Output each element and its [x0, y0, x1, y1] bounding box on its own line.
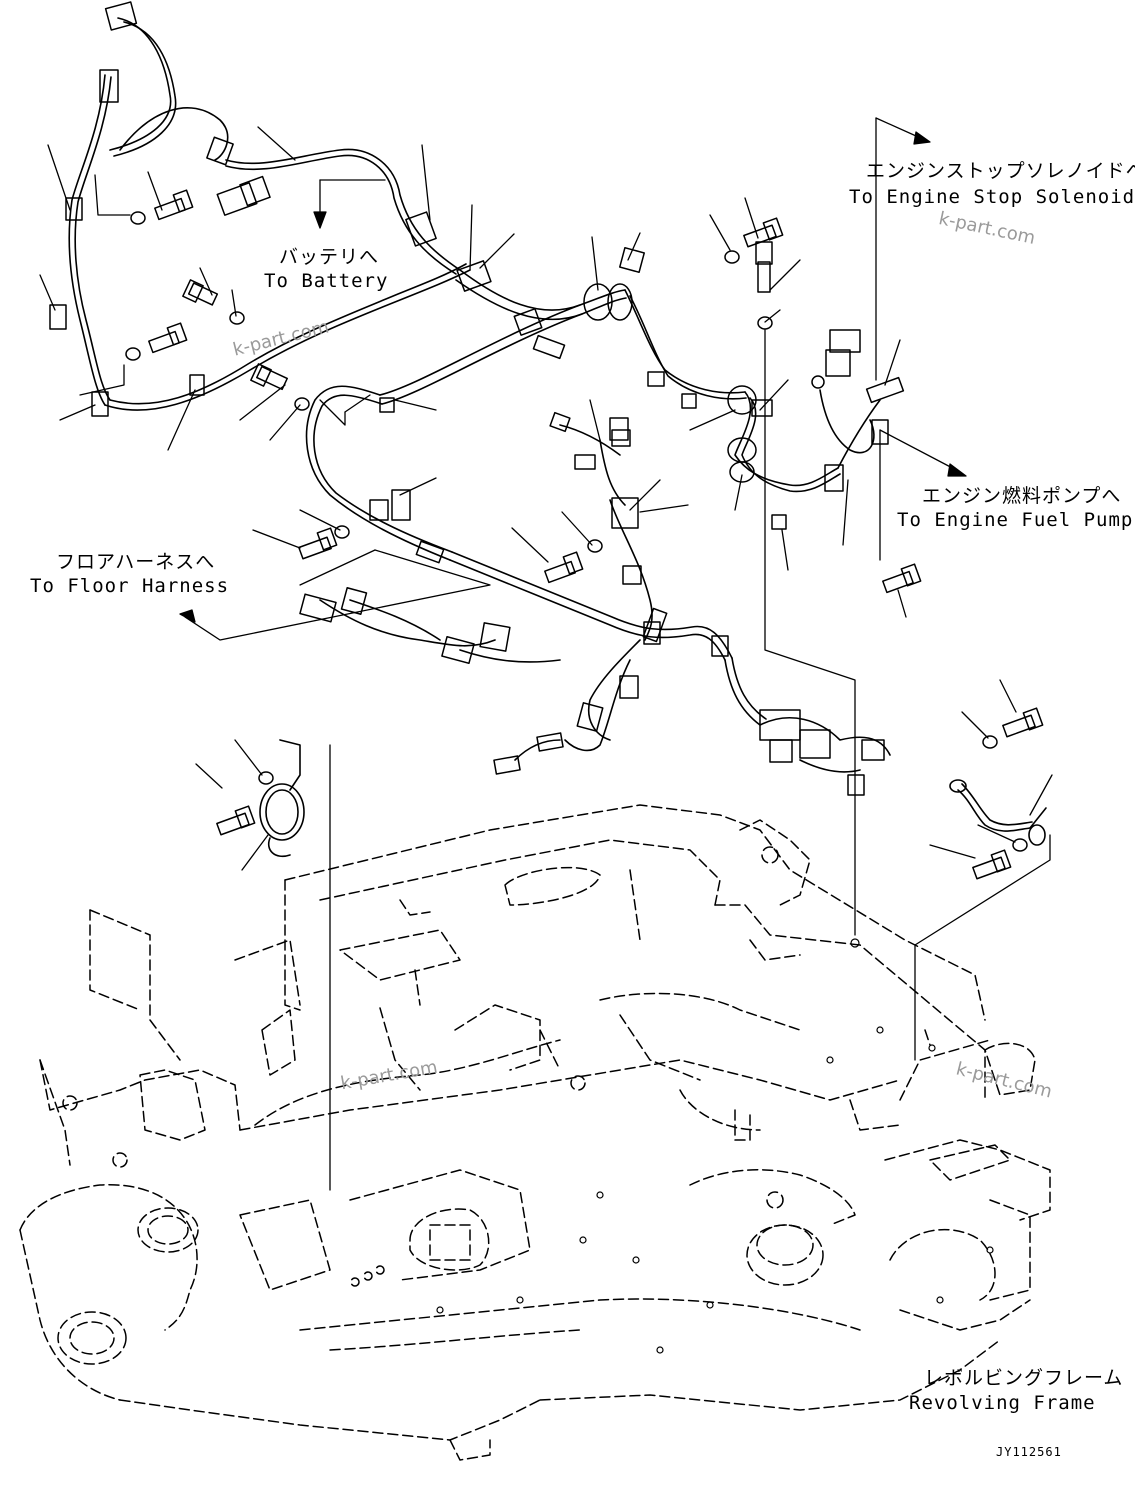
connectors-and-clamps [49, 1, 905, 796]
battery-label-jp: バッテリへ [279, 246, 380, 268]
leader-lines [39, 117, 1053, 1191]
stop-solenoid-label-jp: エンジンストップソレノイドへ [866, 160, 1135, 182]
floor-harness-label-en: To Floor Harness [30, 575, 230, 597]
floor-harness-label-jp: フロアハーネスへ [56, 551, 216, 573]
bolts-and-washers [125, 189, 1044, 880]
wire-harness [68, 17, 891, 773]
revolving-frame [19, 804, 1051, 1461]
drawing-code: JY112561 [996, 1445, 1062, 1459]
revolving-frame-label-en: Revolving Frame [909, 1392, 1096, 1414]
horn [259, 739, 305, 857]
revolving-frame-label-jp: レボルビングフレーム [924, 1367, 1124, 1389]
fuel-pump-label-jp: エンジン燃料ポンプへ [922, 485, 1122, 507]
fuel-pump-label-en: To Engine Fuel Pump [897, 509, 1134, 531]
frame-detail-holes [436, 938, 994, 1354]
ground-strap [949, 779, 1047, 846]
battery-label-en: To Battery [264, 270, 389, 292]
stop-solenoid-label-en: To Engine Stop Solenoid [849, 186, 1135, 208]
